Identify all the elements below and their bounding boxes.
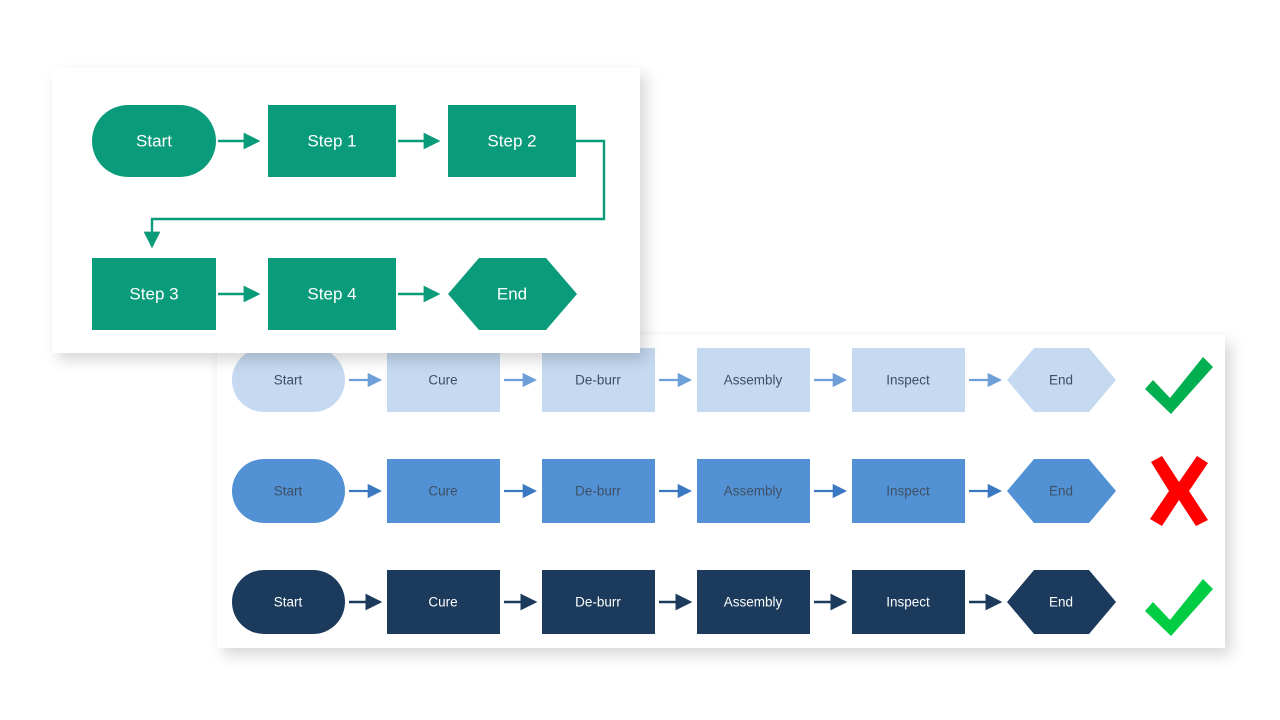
row-dark-node-cure-shape[interactable] xyxy=(387,570,500,634)
flow-node-step1-label: Step 1 xyxy=(307,131,356,150)
row-light-node-assembly-shape[interactable] xyxy=(697,348,810,412)
flow-node-step3-shape[interactable] xyxy=(92,258,216,330)
flow-node-step2-shape[interactable] xyxy=(448,105,576,177)
row-dark-node-start-label: Start xyxy=(274,595,303,610)
row-medium-node-cure-label: Cure xyxy=(428,484,457,499)
process-row-dark: Start Cure De-burr Assembly Inspect End xyxy=(232,570,1116,634)
row-medium-node-deburr-shape[interactable] xyxy=(542,459,655,523)
row-light-node-inspect-label: Inspect xyxy=(886,373,930,388)
row-dark-node-deburr-shape[interactable] xyxy=(542,570,655,634)
flow-node-step4-shape[interactable] xyxy=(268,258,396,330)
row-light-node-deburr-label: De-burr xyxy=(575,373,621,388)
row-light-node-end-label: End xyxy=(1049,373,1073,388)
flow-node-step3-label: Step 3 xyxy=(129,284,178,303)
row-medium-node-end-shape[interactable] xyxy=(1007,459,1116,523)
row-medium-node-deburr-label: De-burr xyxy=(575,484,621,499)
flow-node-step1-shape[interactable] xyxy=(268,105,396,177)
process-row-light: Start Cure De-burr Assembly Inspect End xyxy=(232,348,1116,412)
connector-step2-step3 xyxy=(143,139,606,249)
row-dark-node-start-shape[interactable] xyxy=(232,570,345,634)
row-medium-status-cross-icon xyxy=(1150,456,1208,526)
row-medium-node-start-shape[interactable] xyxy=(232,459,345,523)
row-dark-status-check-icon xyxy=(1145,579,1213,636)
generic-flowchart-panel: Start Step 1 Step 2 Step 3 Step 4 End xyxy=(52,68,640,353)
row-medium-node-end-label: End xyxy=(1049,484,1073,499)
row-light-node-end-shape[interactable] xyxy=(1007,348,1116,412)
row-medium-node-cure-shape[interactable] xyxy=(387,459,500,523)
row-dark-node-deburr-label: De-burr xyxy=(575,595,621,610)
row-medium-node-assembly-label: Assembly xyxy=(724,484,783,499)
flow-node-step2-label: Step 2 xyxy=(487,131,536,150)
process-row-medium: Start Cure De-burr Assembly Inspect End xyxy=(232,459,1116,523)
process-variant-svg: Start Cure De-burr Assembly Inspect End … xyxy=(232,348,1213,636)
generic-flowchart-svg: Start Step 1 Step 2 Step 3 Step 4 End xyxy=(92,105,606,330)
flow-node-end-shape[interactable] xyxy=(448,258,577,330)
row-light-node-start-shape[interactable] xyxy=(232,348,345,412)
row-light-status-check-icon xyxy=(1145,357,1213,414)
row-light-node-assembly-label: Assembly xyxy=(724,373,783,388)
flow-node-step4-label: Step 4 xyxy=(307,284,356,303)
row-dark-node-cure-label: Cure xyxy=(428,595,457,610)
row-light-node-cure-shape[interactable] xyxy=(387,348,500,412)
row-dark-node-assembly-shape[interactable] xyxy=(697,570,810,634)
flow-node-end-label: End xyxy=(497,284,527,303)
row-dark-node-assembly-label: Assembly xyxy=(724,595,783,610)
row-dark-node-end-shape[interactable] xyxy=(1007,570,1116,634)
row-dark-node-end-label: End xyxy=(1049,595,1073,610)
row-medium-node-start-label: Start xyxy=(274,484,303,499)
row-dark-node-inspect-label: Inspect xyxy=(886,595,930,610)
row-light-node-inspect-shape[interactable] xyxy=(852,348,965,412)
row-light-node-start-label: Start xyxy=(274,373,303,388)
row-medium-node-inspect-label: Inspect xyxy=(886,484,930,499)
flow-node-start-label: Start xyxy=(136,131,172,150)
row-light-node-deburr-shape[interactable] xyxy=(542,348,655,412)
flow-node-start-shape[interactable] xyxy=(92,105,216,177)
row-light-node-cure-label: Cure xyxy=(428,373,457,388)
process-variant-panel: Start Cure De-burr Assembly Inspect End … xyxy=(217,335,1225,648)
row-dark-node-inspect-shape[interactable] xyxy=(852,570,965,634)
row-medium-node-assembly-shape[interactable] xyxy=(697,459,810,523)
row-medium-node-inspect-shape[interactable] xyxy=(852,459,965,523)
